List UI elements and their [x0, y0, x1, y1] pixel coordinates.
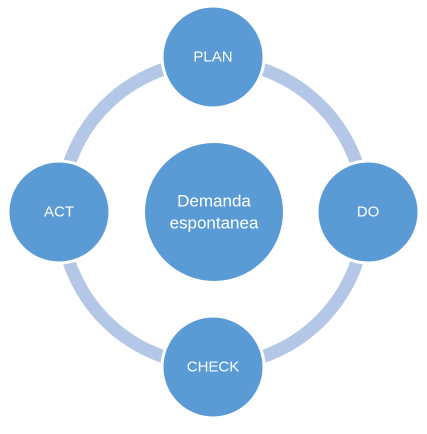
center-node: Demanda espontanea	[143, 141, 285, 283]
center-label-line1: Demanda	[177, 192, 251, 211]
node-plan-circle	[160, 4, 266, 110]
node-check-label: CHECK	[187, 359, 240, 376]
node-check: CHECK	[160, 314, 266, 420]
node-plan: PLAN	[160, 4, 266, 110]
node-plan-label: PLAN	[193, 49, 232, 66]
node-act-label: ACT	[44, 204, 74, 221]
node-do-label: DO	[357, 204, 380, 221]
node-do-circle	[315, 159, 421, 265]
center-circle	[143, 141, 285, 283]
node-check-circle	[160, 314, 266, 420]
node-act: ACT	[6, 159, 112, 265]
node-do: DO	[315, 159, 421, 265]
node-act-circle	[6, 159, 112, 265]
center-label-line2: espontanea	[170, 214, 259, 233]
